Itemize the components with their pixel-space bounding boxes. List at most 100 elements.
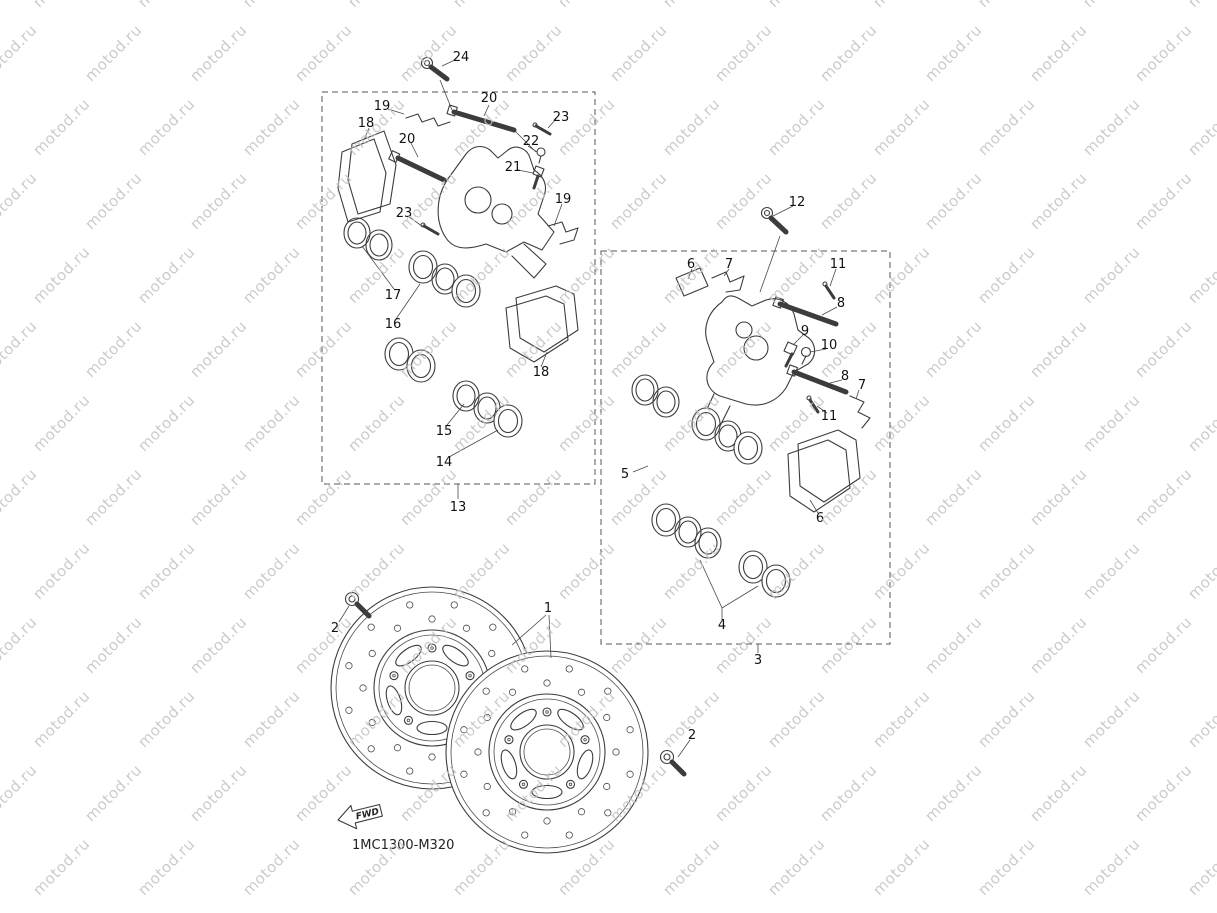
piston-seal-ring-inner [718,424,738,448]
bleed-cap-stem [538,155,542,164]
part-callout-2b: 2 [688,728,696,743]
caliper-arm-left [511,243,547,279]
disc-right-carrier-edge [493,698,601,806]
disc-drill-hole [406,767,414,775]
piston-seal-ring-inner [347,221,367,245]
disc-drill-hole [604,809,612,817]
caliper-body-right [705,295,816,406]
disc-right-outer [445,650,649,854]
disc-bolt-left [344,591,372,619]
disc-drill-hole [603,782,611,791]
disc-bolt-left-shaft [354,601,372,619]
disc-drill-hole [612,748,620,756]
bleed-screw-right-shaft [784,352,794,368]
part-callout-2a: 2 [331,621,339,636]
disc-carrier-slot [576,749,594,780]
clip-pin-lower [422,224,440,236]
disc-carrier-slot [500,749,518,780]
part-callout-4: 4 [718,618,726,633]
disc-drill-hole [577,808,586,816]
caliper-piston-rim [655,507,677,533]
disc-drill-hole [483,713,491,722]
disc-rivet-center [406,718,411,723]
clip-pin-upper [534,124,552,136]
disc-drill-hole [604,687,612,695]
disc-bolt-right-head-inner [663,753,671,761]
disc-right-detail [460,665,634,839]
part-callout-14: 14 [436,455,453,470]
disc-drill-hole [508,688,517,696]
part-callout-16: 16 [385,317,402,332]
piston-seal-ring [365,229,393,261]
disc-bolt-right [659,749,687,777]
disc-drill-hole [460,770,468,778]
disc-drill-hole [450,601,458,609]
disc-left-hub-inner [408,664,456,712]
part-callout-19a: 19 [374,99,391,114]
caliper-group-box-left [321,91,596,485]
part-callout-7b: 7 [858,378,866,393]
disc-rivet-center [392,673,396,678]
disc-rivet [465,671,475,681]
disc-left-detail [345,601,519,775]
part-callout-22: 22 [523,134,540,149]
pistons-and-seals-layer [343,217,791,598]
disc-carrier-slot [442,644,469,667]
disc-drill-hole [368,649,376,658]
part-callout-21: 21 [505,160,522,175]
piston-seal-ring-inner [369,233,389,257]
disc-drill-hole [359,684,367,692]
pad-pin-right-upper [777,301,839,327]
piston-seal-ring-inner [678,520,698,544]
pad-pin-right-upper-head [772,296,785,309]
piston-seal-ring-inner [435,267,455,291]
part-callout-8a: 8 [837,296,845,311]
disc-drill-hole [543,679,551,687]
bleed-cap-right [800,346,812,358]
disc-bolt-left-head-inner [348,595,356,603]
disc-carrier-slot [531,784,563,800]
disc-drill-hole [626,726,634,734]
pad-spring-right-upper [711,271,745,293]
part-callout-11b: 11 [821,409,838,424]
part-callout-9: 9 [801,324,809,339]
disc-drill-hole [483,782,491,791]
caliper-piston-rim [497,408,519,434]
disc-bolt-right-shaft [669,759,687,777]
part-callout-20a: 20 [481,91,498,106]
disc-carrier-slot [416,720,448,736]
disc-carrier-slot [385,685,403,716]
pad-pin-right-lower-head [786,364,799,377]
caliper-piston-rim [410,353,432,379]
disc-rivet [403,715,414,725]
part-callout-17: 17 [385,288,402,303]
disc-right-band-inner [488,693,606,811]
bleed-screw-shaft [532,174,540,190]
part-callout-15: 15 [436,424,453,439]
part-callout-23b: 23 [396,206,413,221]
caliper-bore-left-1 [464,186,492,214]
part-callout-10: 10 [821,338,838,353]
bleed-screw-hex [532,165,545,178]
disc-drill-hole [489,623,497,631]
leader-lines-bottom [338,605,691,758]
disc-rivet [504,735,514,745]
disc-rivet-center [521,782,526,787]
pad-pin-upper [451,109,517,133]
disc-rivet [389,671,399,681]
disc-rivet-center [583,737,587,742]
part-callout-23a: 23 [553,110,570,125]
pad-shim-right [675,267,709,297]
disc-rivet [427,643,437,653]
part-callout-24: 24 [453,50,470,65]
disc-drill-hole [406,601,414,609]
piston-seal-ring-inner [456,384,476,408]
disc-left-hub [404,660,460,716]
disc-rivet [580,735,590,745]
disc-drill-hole [428,615,436,623]
caliper-piston-rim [695,411,717,437]
caliper-piston-rim [455,278,477,304]
piston-seal-ring [652,386,680,418]
part-callout-6b: 6 [816,511,824,526]
